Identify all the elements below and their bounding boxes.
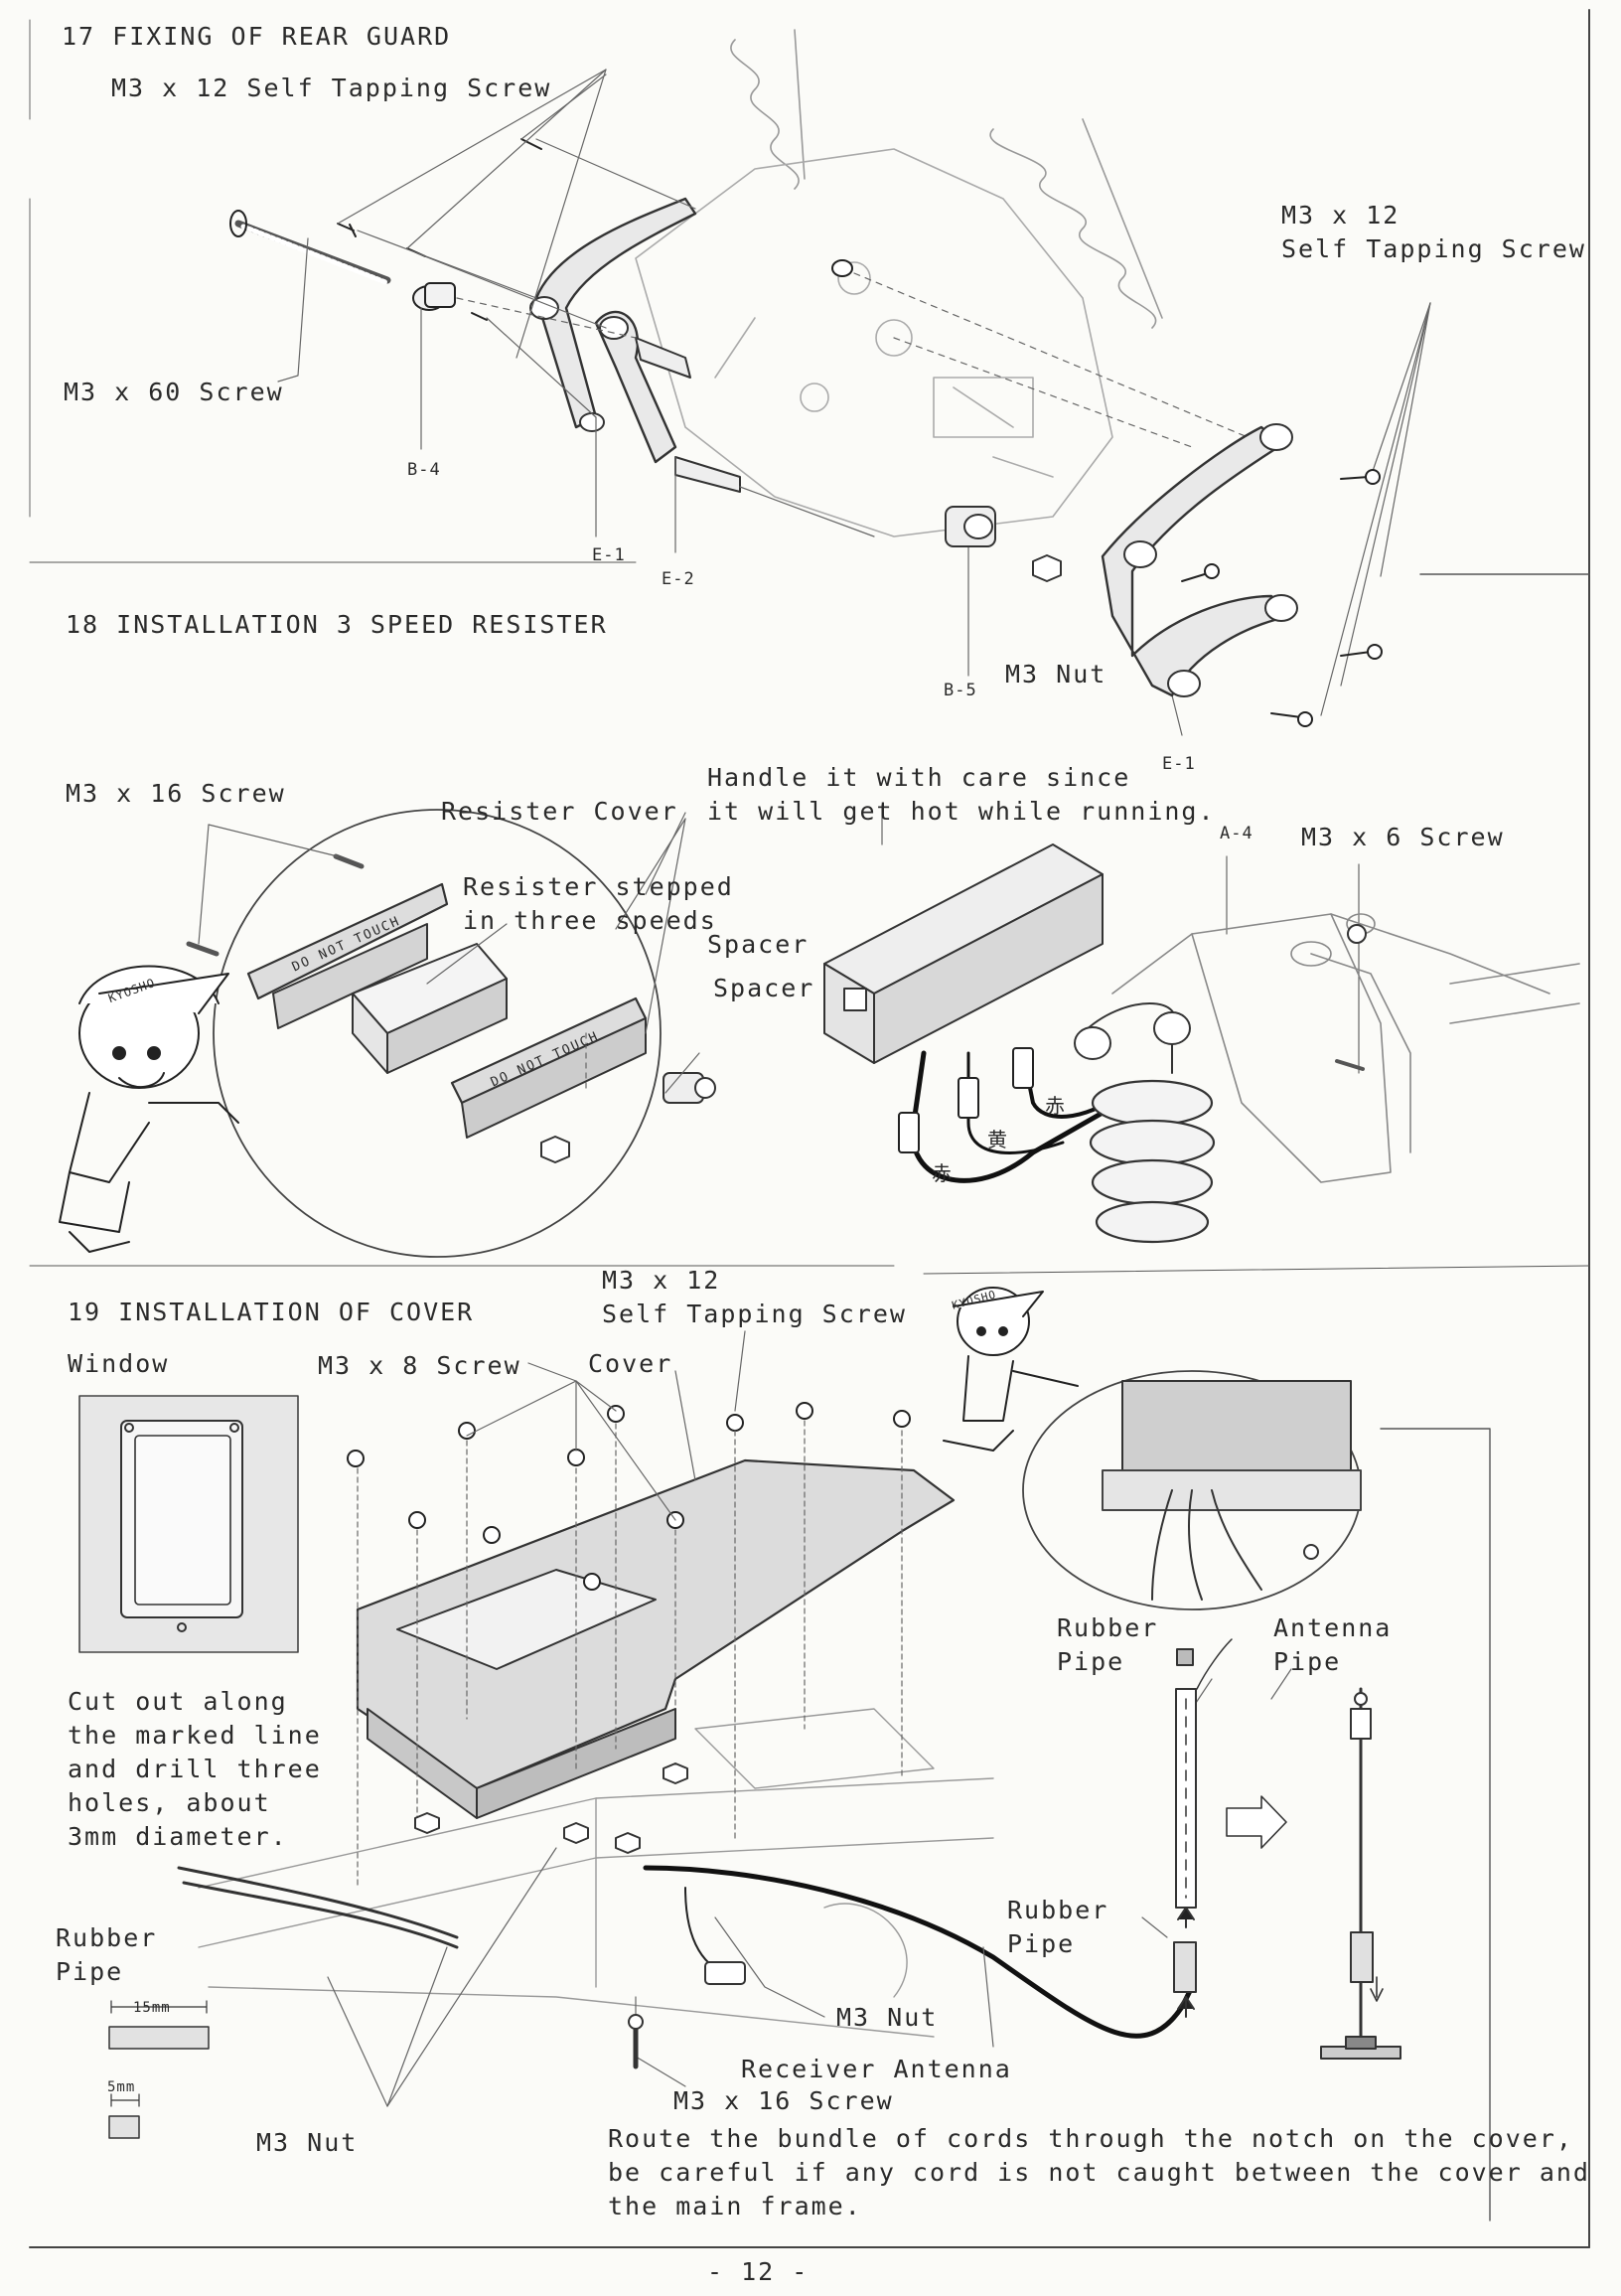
label-receiver-antenna: Receiver Antenna: [741, 2055, 1012, 2083]
cover-diagram: [78, 1330, 1491, 2221]
kyosho-mascot-right: [943, 1287, 1079, 1452]
rear-guard-diagram: [229, 29, 1431, 736]
label-m3x6-screw: M3 x 6 Screw: [1301, 823, 1505, 851]
label-e1-right: E-1: [1162, 754, 1196, 774]
wire-label-red-1: 赤: [932, 1161, 952, 1185]
wire-label-yellow: 黄: [987, 1128, 1007, 1151]
label-spacer-2: Spacer: [713, 974, 815, 1002]
label-tapping-screw-right: M3 x 12 Self Tapping Screw: [1281, 201, 1586, 263]
dim-15mm: 15mm: [133, 2000, 171, 2016]
route-note: Route the bundle of cords through the no…: [608, 2124, 1590, 2220]
label-rubber-pipe-top: Rubber Pipe: [1057, 1613, 1159, 1676]
section-17-title: 17 FIXING OF REAR GUARD: [62, 22, 452, 51]
label-m3-nut-mid: M3 Nut: [836, 2003, 939, 2032]
label-e2: E-2: [662, 569, 695, 589]
label-cutout-note: Cut out along the marked line and drill …: [68, 1687, 322, 1851]
label-resister-stepped: Resister stepped in three speeds: [463, 872, 734, 935]
label-m3x16-screw-19: M3 x 16 Screw: [673, 2086, 894, 2115]
rubber-pipe-end-view: [108, 2115, 140, 2139]
label-b5: B-5: [944, 681, 977, 700]
label-m3-nut-17: M3 Nut: [1005, 660, 1107, 689]
section-19-title: 19 INSTALLATION OF COVER: [68, 1298, 475, 1326]
assembly-arrow: [1226, 1795, 1287, 1849]
label-antenna-pipe: Antenna Pipe: [1273, 1613, 1393, 1676]
label-cover: Cover: [588, 1349, 673, 1378]
kyosho-mascot-left: [59, 965, 239, 1253]
label-rubber-pipe-left: Rubber Pipe: [56, 1923, 158, 1986]
label-m3-nut-bottom: M3 Nut: [256, 2128, 359, 2157]
detail-circle: [213, 809, 662, 1258]
wire-label-red-2: 赤: [1045, 1094, 1065, 1118]
rubber-pipe-side-view: [108, 2026, 210, 2050]
label-resister-cover: Resister Cover: [441, 797, 678, 826]
label-spacer-1: Spacer: [707, 930, 810, 959]
label-b4: B-4: [407, 460, 441, 480]
section-18-title: 18 INSTALLATION 3 SPEED RESISTER: [66, 610, 608, 639]
label-rubber-pipe-mid: Rubber Pipe: [1007, 1896, 1109, 1958]
label-a4: A-4: [1220, 824, 1253, 843]
dim-5mm: 5mm: [107, 2079, 136, 2095]
label-care-note: Handle it with care since it will get ho…: [707, 763, 1216, 826]
label-e1-left: E-1: [592, 545, 626, 565]
label-m3x60-screw: M3 x 60 Screw: [64, 378, 284, 406]
label-tapping-screw-19: M3 x 12 Self Tapping Screw: [602, 1266, 907, 1328]
label-tapping-screw-top: M3 x 12 Self Tapping Screw: [111, 74, 552, 102]
resister-diagram: [186, 804, 1580, 1258]
page-number: - 12 -: [707, 2257, 810, 2286]
label-window: Window: [68, 1349, 170, 1378]
label-m3x16-screw-18: M3 x 16 Screw: [66, 779, 286, 808]
label-m3x8-screw: M3 x 8 Screw: [318, 1351, 521, 1380]
